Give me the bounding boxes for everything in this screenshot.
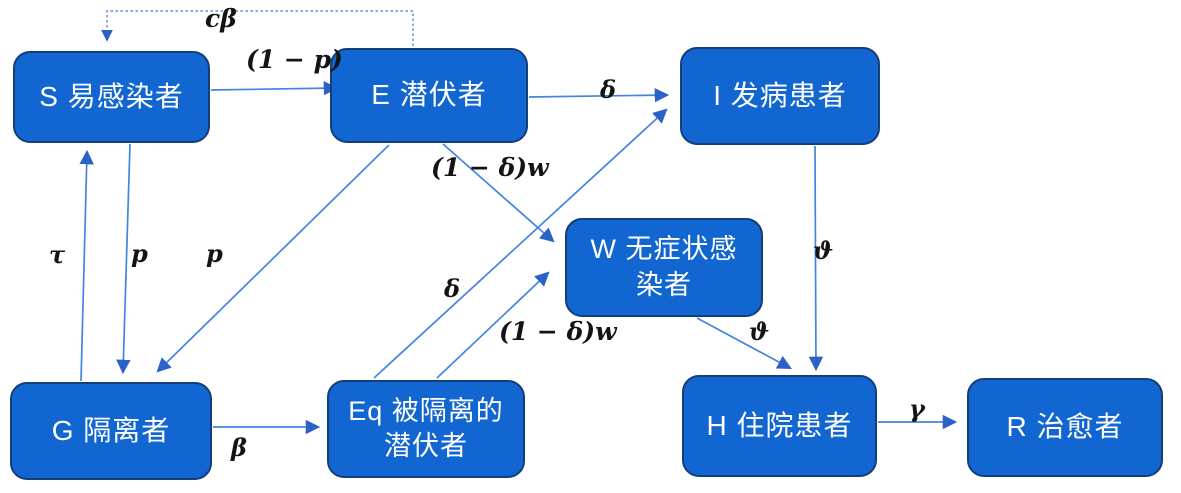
- edge-label-c-beta: cβ: [205, 4, 237, 33]
- edge-label-delta-eq-i: δ: [444, 274, 461, 303]
- edge-eq-to-w: [436, 271, 550, 379]
- edge-label-one-minus-p: (1 − p): [246, 45, 343, 74]
- node-hospitalized-label: H 住院患者: [706, 409, 853, 441]
- edge-g-to-s: [79, 149, 94, 382]
- edge-w-to-h: [696, 317, 792, 370]
- node-recovered-label: R 治愈者: [1006, 411, 1124, 443]
- edge-label-tau: τ: [49, 240, 66, 269]
- edge-label-gamma: γ: [909, 394, 925, 423]
- node-asymptomatic-label-line2: 染者: [636, 269, 692, 300]
- edge-label-vartheta-i-h: ϑ: [813, 236, 834, 265]
- edge-e-to-s: [101, 10, 414, 46]
- node-infected: I 发病患者: [680, 47, 880, 145]
- node-quarantined-exposed-label-line2: 潜伏者: [384, 431, 468, 461]
- node-susceptible: S 易感染者: [13, 51, 210, 143]
- edge-label-vartheta-w-h: ϑ: [749, 317, 770, 346]
- node-quarantined-exposed-label-line1: Eq 被隔离的: [348, 395, 504, 426]
- node-quarantined-label: G 隔离者: [51, 414, 171, 446]
- edge-label-one-minus-delta-w-eq-w: (1 − δ)w: [499, 317, 617, 346]
- edge-e-to-w: [442, 143, 555, 243]
- edge-e-to-i: [528, 87, 670, 103]
- edge-label-one-minus-delta-w-e-w: (1 − δ)w: [431, 153, 549, 182]
- node-exposed: E 潜伏者: [330, 48, 528, 143]
- node-exposed-label: E 潜伏者: [371, 79, 487, 111]
- edge-label-delta-e-i: δ: [600, 75, 617, 104]
- edge-label-p-s-g: p: [131, 239, 148, 268]
- edge-label-p-e-g: p: [206, 239, 223, 268]
- node-quarantined: G 隔离者: [10, 382, 212, 480]
- edge-s-to-e: [210, 80, 339, 96]
- edge-e-to-g: [156, 144, 390, 373]
- edge-s-to-g: [116, 143, 131, 375]
- node-quarantined-exposed: Eq 被隔离的 潜伏者: [327, 380, 525, 478]
- edge-i-to-h: [808, 145, 824, 372]
- node-recovered: R 治愈者: [967, 378, 1163, 477]
- edge-label-beta: β: [231, 433, 247, 462]
- node-hospitalized: H 住院患者: [682, 375, 877, 477]
- edge-eq-to-i: [373, 108, 668, 379]
- node-asymptomatic-label-line1: W 无症状感: [590, 234, 738, 265]
- node-infected-label: I 发病患者: [713, 79, 847, 111]
- node-asymptomatic: W 无症状感 染者: [565, 218, 763, 317]
- node-susceptible-label: S 易感染者: [39, 80, 184, 112]
